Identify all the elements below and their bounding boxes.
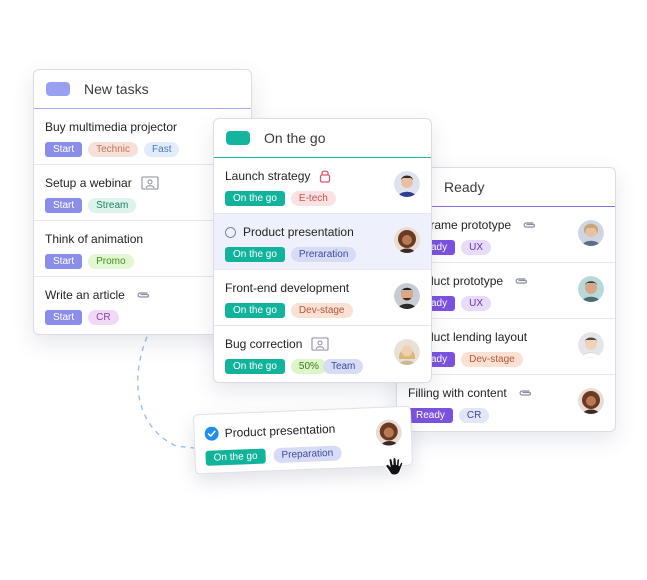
tag-badge: Dev-stage: [461, 352, 523, 367]
task-title: duct lending layout: [427, 330, 528, 344]
status-badge[interactable]: ady: [427, 352, 456, 367]
task-title: Front-end development: [225, 281, 350, 295]
status-badge[interactable]: On the go: [225, 247, 285, 262]
tag-badge: CR: [458, 408, 490, 423]
task-card[interactable]: Filling with content Ready CR: [397, 375, 615, 431]
task-card[interactable]: Setup a webinar Start Stream: [34, 165, 251, 221]
status-badge[interactable]: On the go: [225, 303, 285, 318]
tag-badge: Team: [322, 359, 364, 374]
task-card[interactable]: duct prototype ady UX: [397, 263, 615, 319]
paperclip-icon: [134, 289, 152, 301]
column-title: On the go: [264, 130, 326, 146]
grab-hand-cursor-icon: [385, 457, 404, 476]
task-title: Think of animation: [45, 232, 144, 246]
avatar: [394, 339, 420, 365]
status-badge[interactable]: On the go: [225, 359, 285, 374]
ready-column: Ready frame prototype ady UX duct protot…: [396, 167, 616, 432]
new-tasks-header: New tasks: [34, 70, 251, 109]
task-title: Filling with content: [408, 386, 507, 400]
on-the-go-header: On the go: [214, 119, 431, 158]
paperclip-icon: [520, 219, 538, 231]
task-card[interactable]: Product presentation On the go Prerarati…: [214, 214, 431, 270]
column-title: New tasks: [84, 81, 149, 97]
on-the-go-column: On the go Launch strategy On the go E-te…: [213, 118, 432, 383]
status-badge[interactable]: ady: [427, 296, 456, 311]
status-badge[interactable]: ady: [427, 240, 456, 255]
task-title: Product presentation: [224, 421, 336, 441]
progress-badge: 50%: [290, 359, 327, 374]
tag-badge: Technic: [88, 142, 139, 157]
status-badge[interactable]: On the go: [205, 448, 266, 466]
avatar: [394, 171, 420, 197]
status-badge[interactable]: Start: [45, 198, 83, 213]
lock-icon: [319, 169, 331, 183]
status-badge[interactable]: Start: [45, 142, 83, 157]
dragged-task-card[interactable]: Product presentation On the go Preparati…: [192, 405, 414, 475]
tag-badge: UX: [461, 240, 492, 255]
task-title: Buy multimedia projector: [45, 120, 178, 134]
avatar: [578, 220, 604, 246]
task-title: Write an article: [45, 288, 125, 302]
task-card[interactable]: Front-end development On the go Dev-stag…: [214, 270, 431, 326]
task-card[interactable]: Think of animation Start Promo: [34, 221, 251, 277]
avatar: [578, 276, 604, 302]
column-color-swatch: [46, 82, 70, 96]
task-card[interactable]: Launch strategy On the go E-tech: [214, 158, 431, 214]
tag-badge: Preparation: [273, 445, 342, 464]
task-title: Setup a webinar: [45, 176, 132, 190]
task-title: frame prototype: [427, 218, 512, 232]
avatar: [375, 419, 402, 446]
avatar: [394, 227, 420, 253]
tag-badge: CR: [88, 310, 119, 325]
tag-badge: Promo: [88, 254, 134, 269]
task-card[interactable]: Buy multimedia projector Start Technic F…: [34, 109, 251, 165]
column-title: Ready: [444, 179, 485, 195]
avatar: [578, 332, 604, 358]
status-badge[interactable]: Ready: [408, 408, 453, 423]
tag-badge: Dev-stage: [290, 303, 353, 318]
status-badge[interactable]: Start: [45, 254, 83, 269]
radio-circle-icon[interactable]: [225, 226, 236, 238]
status-badge[interactable]: Start: [45, 310, 83, 325]
paperclip-icon: [516, 387, 534, 399]
tag-badge: Preraration: [290, 247, 357, 262]
avatar: [578, 388, 604, 414]
presentation-icon: [141, 176, 159, 190]
task-card[interactable]: Bug correction On the go 50% Team: [214, 326, 431, 382]
task-title: Product presentation: [243, 225, 354, 239]
task-title: Launch strategy: [225, 169, 311, 183]
ready-header: Ready: [397, 168, 615, 207]
paperclip-icon: [512, 275, 530, 287]
tag-badge: Fast: [144, 142, 180, 157]
task-card[interactable]: frame prototype ady UX: [397, 207, 615, 263]
task-card[interactable]: duct lending layout ady Dev-stage: [397, 319, 615, 375]
tag-badge: UX: [461, 296, 492, 311]
task-title: duct prototype: [427, 274, 504, 288]
tag-badge: E-tech: [290, 191, 336, 206]
status-badge[interactable]: On the go: [225, 191, 285, 206]
checkbox-checked-icon[interactable]: [204, 426, 219, 441]
task-title: Bug correction: [225, 337, 303, 351]
avatar: [394, 283, 420, 309]
task-card[interactable]: Write an article Start CR: [34, 277, 251, 333]
tag-badge: Stream: [88, 198, 137, 213]
presentation-icon: [311, 337, 329, 351]
column-color-swatch: [226, 131, 250, 145]
